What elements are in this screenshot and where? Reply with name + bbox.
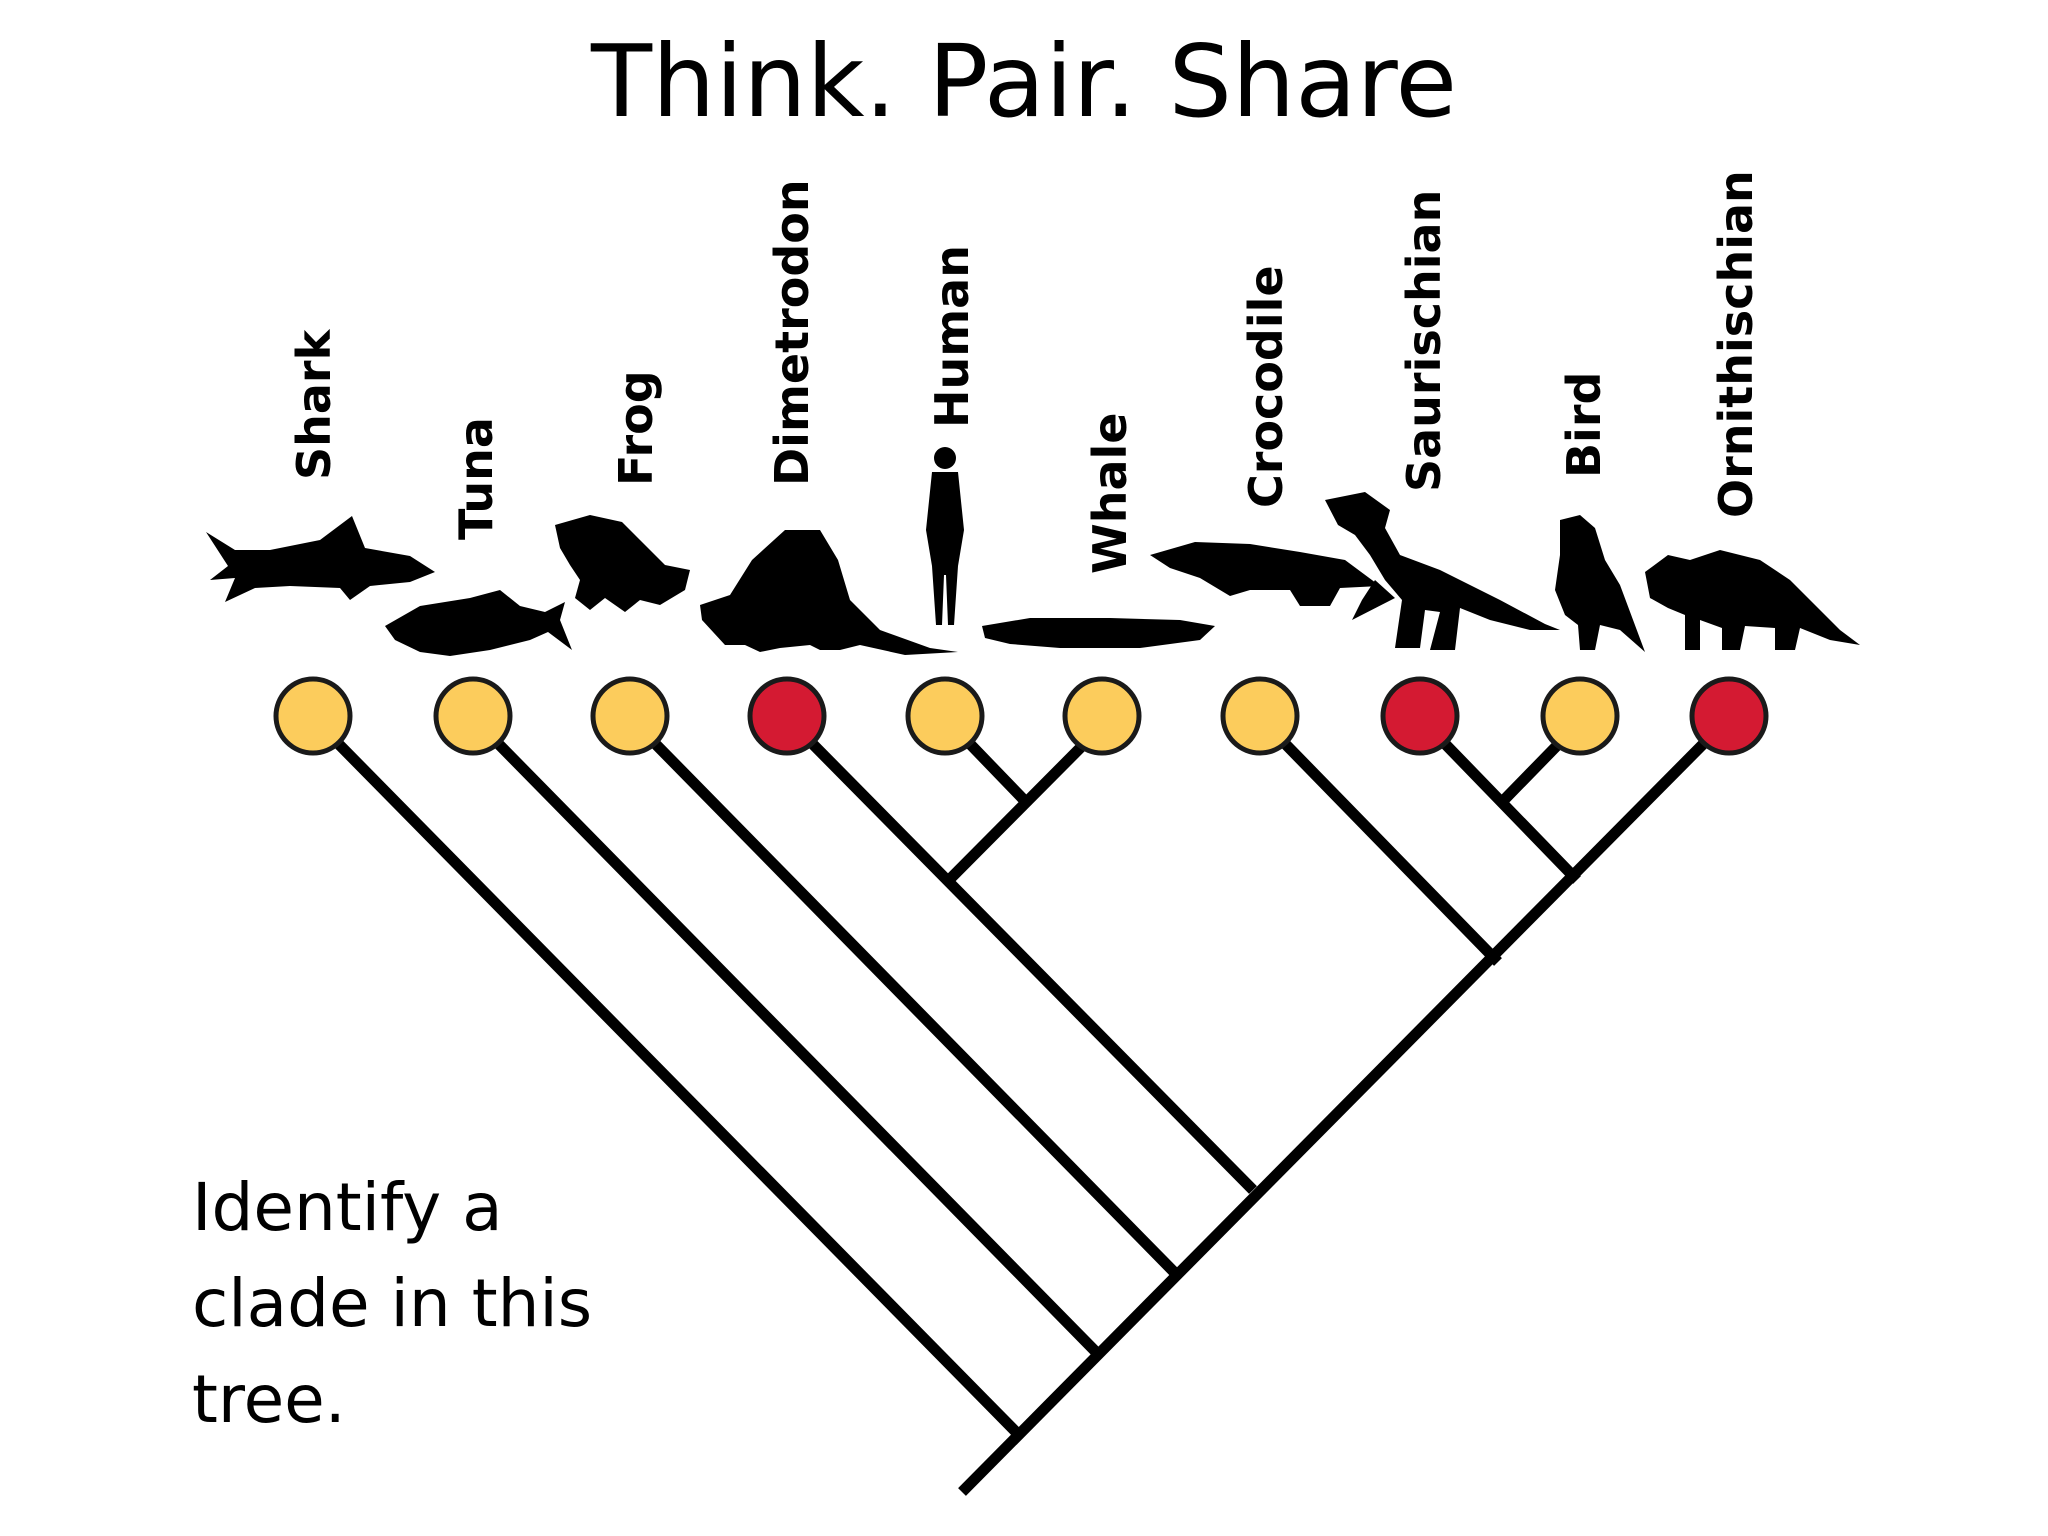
frog-icon xyxy=(555,515,690,612)
node-frog[interactable] xyxy=(590,676,670,756)
node-tuna[interactable] xyxy=(433,676,513,756)
taxon-label-crocodile: Crocodile xyxy=(1239,265,1293,508)
prompt-text: Identify a clade in this tree. xyxy=(192,1160,692,1448)
branch-crocodile xyxy=(1256,714,1502,966)
branch-shark xyxy=(309,714,1021,1437)
taxon-label-frog: Frog xyxy=(609,370,663,486)
prompt-line-3: tree. xyxy=(192,1361,346,1438)
taxon-label-ornithischian: Ornithischian xyxy=(1709,170,1763,518)
branch-trunk xyxy=(958,714,1733,1496)
saurischian-icon xyxy=(1325,492,1560,650)
taxon-label-bird: Bird xyxy=(1557,372,1611,478)
node-saurischian[interactable] xyxy=(1380,676,1460,756)
node-whale[interactable] xyxy=(1062,676,1142,756)
branch-dimetrodon xyxy=(783,714,1257,1194)
taxon-label-human: Human xyxy=(925,245,979,428)
branch-tuna xyxy=(469,714,1101,1357)
prompt-line-1: Identify a xyxy=(192,1169,503,1246)
node-shark[interactable] xyxy=(273,676,353,756)
crocodile-icon xyxy=(1150,542,1395,620)
slide-title: Think. Pair. Share xyxy=(590,23,1458,140)
silhouettes xyxy=(206,447,1860,656)
bird-icon xyxy=(1555,515,1645,652)
ornithischian-icon xyxy=(1645,550,1860,650)
node-crocodile[interactable] xyxy=(1220,676,1300,756)
branch-frog xyxy=(626,714,1179,1277)
taxon-label-dimetrodon: Dimetrodon xyxy=(765,179,819,486)
taxon-label-whale: Whale xyxy=(1083,413,1137,575)
taxon-label-saurischian: Saurischian xyxy=(1397,190,1451,492)
dimetrodon-icon xyxy=(700,530,958,655)
node-bird[interactable] xyxy=(1540,676,1620,756)
prompt-line-2: clade in this xyxy=(192,1265,593,1342)
shark-icon xyxy=(206,516,435,602)
tuna-icon xyxy=(385,590,572,656)
branch-mammal-stem xyxy=(947,722,1106,882)
tip-nodes xyxy=(273,676,1769,756)
taxon-label-tuna: Tuna xyxy=(449,417,503,540)
node-human[interactable] xyxy=(905,676,985,756)
node-dimetrodon[interactable] xyxy=(747,676,827,756)
node-ornithischian[interactable] xyxy=(1689,676,1769,756)
taxon-labels: Shark Tuna Frog Dimetrodon Human Whale C… xyxy=(287,170,1763,574)
taxon-label-shark: Shark xyxy=(287,328,341,480)
human-icon xyxy=(926,447,964,625)
whale-icon xyxy=(982,618,1215,648)
